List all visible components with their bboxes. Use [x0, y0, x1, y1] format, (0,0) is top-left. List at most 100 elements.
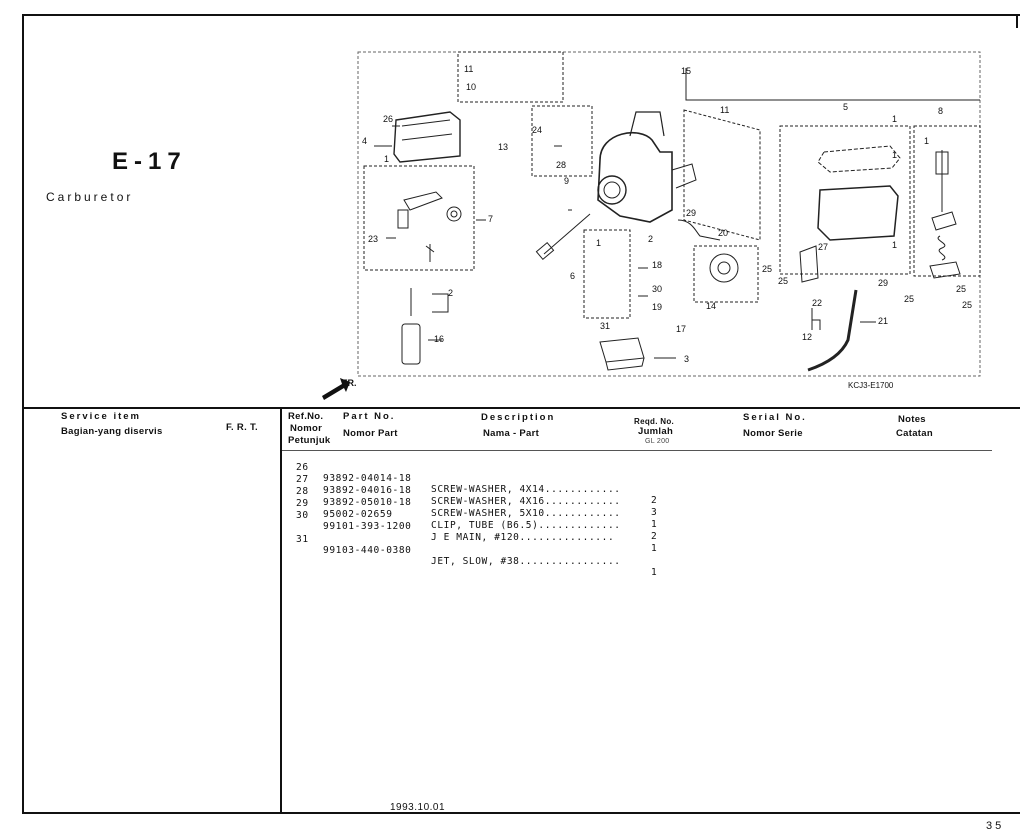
- part-number-cell: 93892-04016-18: [323, 485, 412, 496]
- quantity-cell: 2: [651, 531, 658, 542]
- callout-3: 3: [684, 354, 689, 364]
- callout-16: 16: [434, 334, 444, 344]
- drawing-code: KCJ3-E1700: [848, 381, 894, 390]
- ref-cell: 29: [296, 498, 309, 509]
- callout-1d: 1: [892, 240, 897, 250]
- description-cell: CLIP, TUBE (B6.5).............: [431, 520, 621, 531]
- service-item-header-id: Bagian-yang diservis: [61, 426, 163, 437]
- callout-7: 7: [488, 214, 493, 224]
- description-cell: J E MAIN, #120...............: [431, 532, 615, 543]
- callout-13: 13: [498, 142, 508, 152]
- callout-21: 21: [878, 316, 888, 326]
- callout-4: 4: [362, 136, 367, 146]
- description-cell: SCREW-WASHER, 4X14............: [431, 484, 621, 495]
- callout-10: 10: [466, 82, 476, 92]
- description-header-id: Nama - Part: [483, 428, 540, 439]
- header-underline: [282, 450, 992, 451]
- section-title: Carburetor: [46, 190, 134, 204]
- part-number-cell: 95002-02659: [323, 509, 393, 520]
- callout-23: 23: [368, 234, 378, 244]
- quantity-cell: 1: [651, 543, 658, 554]
- ref-cell: 30: [296, 510, 309, 521]
- frt-header: F. R. T.: [226, 422, 258, 433]
- callout-labels: 11 10 15 26 4 1 24 13 28 11 5 8 9 7 23 2…: [362, 64, 972, 364]
- callout-1b: 1: [892, 114, 897, 124]
- table-row: 26 93892-04014-18 SCREW-WASHER, 4X14....…: [296, 451, 657, 506]
- callout-14: 14: [706, 301, 716, 311]
- carburetor-exploded-diagram: FR. KCJ3-E1700 11 10 15 26 4 1 24 13 28 …: [322, 51, 981, 400]
- ref-cell: 28: [296, 486, 309, 497]
- front-arrow-icon: [322, 378, 350, 400]
- description-cell: SCREW-WASHER, 5X10............: [431, 508, 621, 519]
- table-row: 28 93892-05010-18 SCREW-WASHER, 5X10....…: [296, 475, 657, 530]
- callout-12: 12: [802, 332, 812, 342]
- callout-22: 22: [812, 298, 822, 308]
- callout-28: 28: [556, 160, 566, 170]
- ref-no-header-id-1: Nomor: [290, 423, 323, 434]
- ref-cell: 31: [296, 534, 309, 545]
- callout-18: 18: [652, 260, 662, 270]
- reqd-no-header-id: Jumlah: [638, 426, 674, 437]
- callout-11a: 11: [464, 64, 473, 74]
- callout-11b: 11: [720, 105, 729, 115]
- quantity-cell: 3: [651, 507, 658, 518]
- callout-19: 19: [652, 302, 662, 312]
- service-column-divider: [280, 408, 282, 814]
- callout-29b: 29: [878, 278, 888, 288]
- callout-2b: 2: [648, 234, 653, 244]
- notes-header-id: Catatan: [896, 428, 933, 439]
- description-cell: JET, SLOW, #38................: [431, 556, 621, 567]
- callout-1a: 1: [384, 154, 389, 164]
- reqd-model-label: GL 200: [645, 438, 670, 445]
- callout-2a: 2: [448, 288, 453, 298]
- callout-8: 8: [938, 106, 943, 116]
- callout-29a: 29: [686, 208, 696, 218]
- ref-cell: 26: [296, 462, 309, 473]
- page-frame: [22, 14, 1020, 814]
- reqd-no-header: Reqd. No.: [634, 417, 675, 426]
- callout-15: 15: [681, 66, 691, 76]
- callout-31: 31: [600, 321, 610, 331]
- serial-no-header-id: Nomor Serie: [743, 428, 803, 439]
- table-row: 31 99103-440-0380 JET, SLOW, #38........…: [296, 523, 657, 578]
- callout-1f: 1: [924, 136, 929, 146]
- ref-no-header: Ref.No.: [288, 411, 324, 422]
- callout-5: 5: [843, 102, 848, 112]
- service-item-header: Service item: [61, 411, 141, 422]
- description-cell: SCREW-WASHER, 4X16............: [431, 496, 621, 507]
- callout-25d: 25: [956, 284, 966, 294]
- ref-no-header-id-2: Petunjuk: [288, 435, 331, 446]
- frame-edge: [1016, 14, 1018, 28]
- issue-date: 1993.10.01: [390, 802, 446, 813]
- callout-24: 24: [532, 125, 542, 135]
- serial-no-header: Serial No.: [743, 412, 807, 423]
- callout-25b: 25: [778, 276, 788, 286]
- quantity-cell: 1: [651, 567, 658, 578]
- callout-25c: 25: [904, 294, 914, 304]
- callout-30: 30: [652, 284, 662, 294]
- callout-1e: 1: [596, 238, 601, 248]
- part-number-cell: 93892-05010-18: [323, 497, 412, 508]
- callout-20: 20: [718, 228, 728, 238]
- description-header: Description: [481, 412, 556, 423]
- notes-header: Notes: [898, 414, 926, 425]
- table-row: 30 99101-393-1200 J E MAIN, #120........…: [296, 499, 657, 554]
- callout-9: 9: [564, 176, 569, 186]
- part-no-header: Part No.: [343, 411, 396, 422]
- part-no-header-id: Nomor Part: [343, 428, 398, 439]
- callout-26: 26: [383, 114, 393, 124]
- table-row: 27 93892-04016-18 SCREW-WASHER, 4X16....…: [296, 463, 657, 518]
- callout-25a: 25: [762, 264, 772, 274]
- part-number-cell: 93892-04014-18: [323, 473, 412, 484]
- quantity-cell: 1: [651, 519, 658, 530]
- ref-cell: 27: [296, 474, 309, 485]
- callout-17: 17: [676, 324, 686, 334]
- callout-6: 6: [570, 271, 575, 281]
- section-code: E-17: [112, 148, 187, 175]
- callout-1c: 1: [892, 150, 897, 160]
- callout-27: 27: [818, 242, 828, 252]
- direction-label: FR.: [342, 378, 357, 388]
- part-number-cell: 99103-440-0380: [323, 545, 412, 556]
- quantity-cell: 2: [651, 495, 658, 506]
- callout-25e: 25: [962, 300, 972, 310]
